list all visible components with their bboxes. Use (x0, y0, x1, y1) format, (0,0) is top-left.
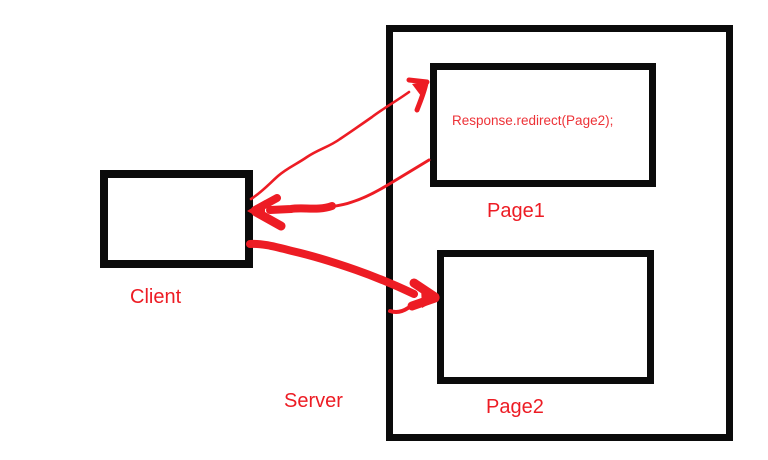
page2-label: Page2 (486, 396, 544, 418)
client-label: Client (130, 286, 182, 308)
redirect-code-text: Response.redirect(Page2); (452, 113, 614, 128)
page1-label: Page1 (487, 200, 545, 222)
server-label: Server (284, 390, 343, 412)
page2-box (437, 250, 654, 384)
server-box (386, 25, 733, 441)
page1-box (430, 63, 656, 187)
client-box (100, 170, 253, 268)
